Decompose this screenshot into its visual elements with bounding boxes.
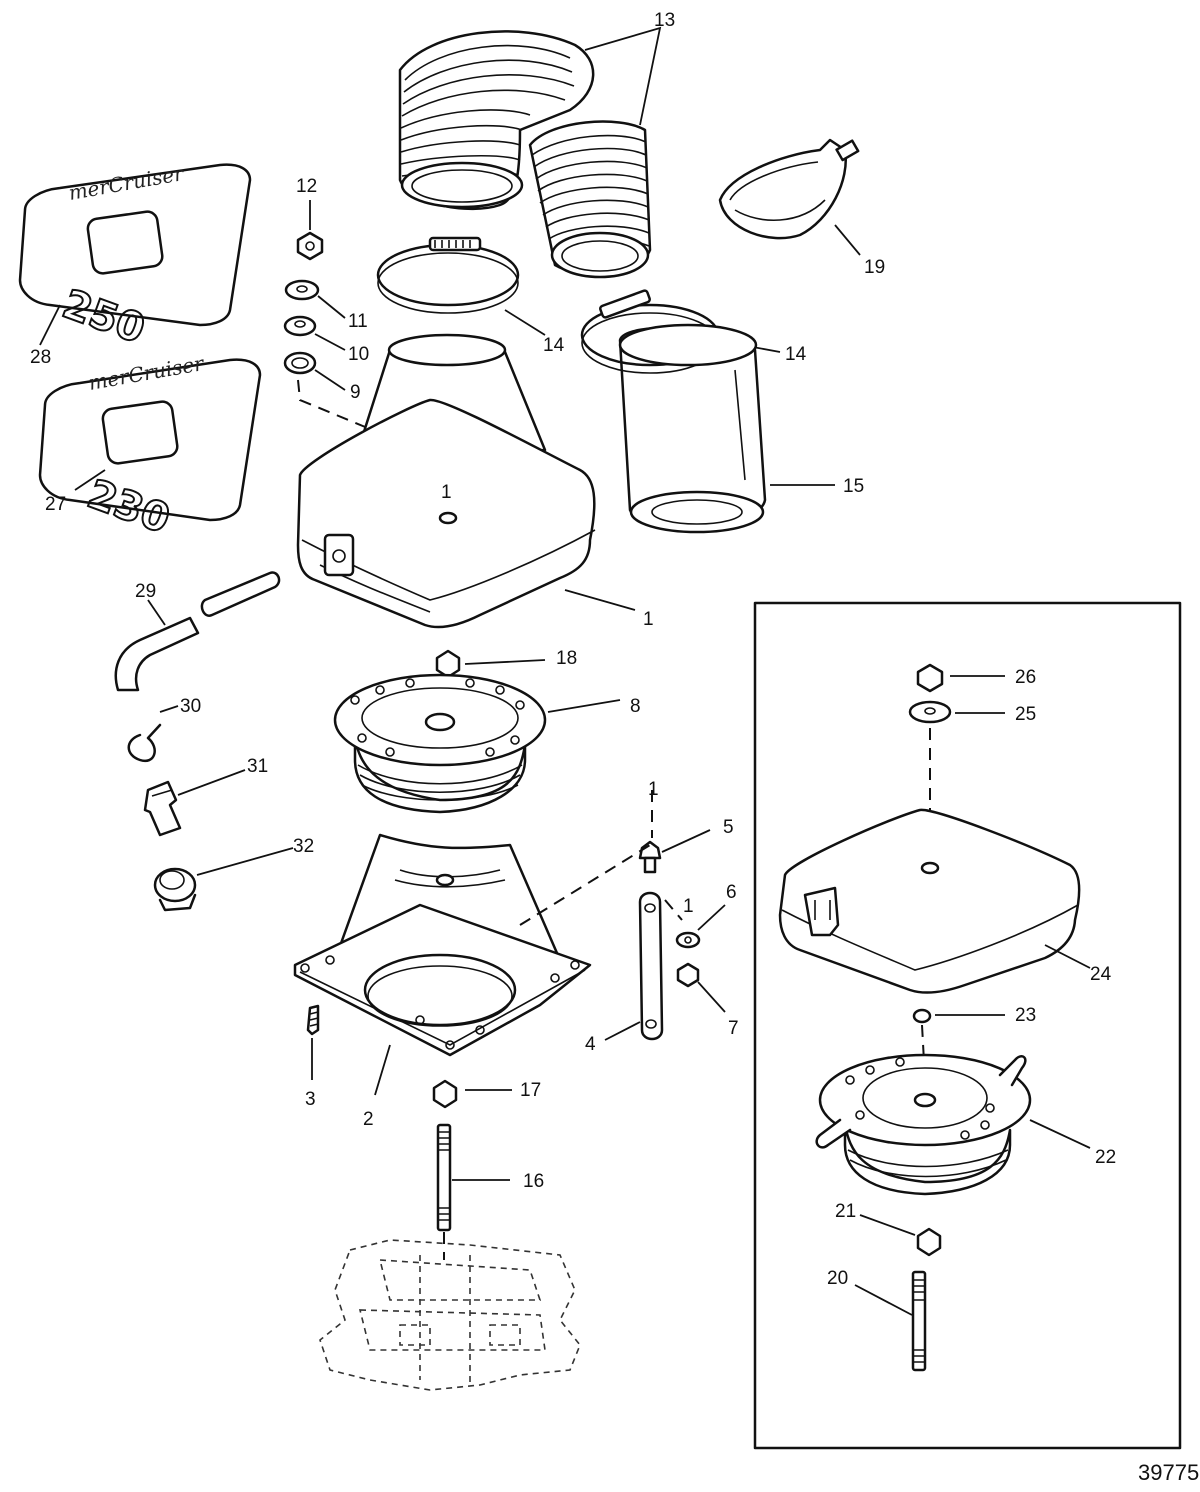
callout-15: 15: [843, 476, 864, 497]
callout-14-right: 14: [785, 344, 807, 365]
callout-12: 12: [296, 176, 317, 197]
callout-21: 21: [835, 1201, 856, 1222]
washer-25: [908, 700, 1005, 724]
stud-16: [436, 1123, 510, 1260]
grommet-23: [912, 1008, 1005, 1024]
carburetor-reference: [319, 1239, 581, 1391]
nut-18: [435, 649, 546, 679]
callout-24: 24: [1090, 964, 1112, 985]
callout-29: 29: [135, 581, 156, 602]
callout-30: 30: [180, 696, 201, 717]
hose-clamp-left: [376, 236, 546, 336]
callout-27: 27: [45, 494, 66, 515]
callout-6: 6: [726, 882, 737, 903]
bracket-4: [604, 891, 664, 1041]
screw-3: [306, 1004, 320, 1080]
callout-32: 32: [293, 836, 314, 857]
callout-11: 11: [348, 311, 368, 332]
cover-hardware-stack: [283, 200, 446, 505]
callout-23: 23: [1015, 1005, 1036, 1026]
hose-clamp-30: [127, 705, 179, 763]
nut-26: [916, 663, 1005, 693]
carburetor-adaptor: [293, 833, 592, 1096]
callout-26: 26: [1015, 667, 1036, 688]
air-intake-cover: [296, 333, 636, 629]
callout-2: 2: [363, 1109, 374, 1130]
callout-18: 18: [556, 648, 577, 669]
callout-7: 7: [728, 1018, 739, 1039]
stud-20: [854, 1270, 927, 1372]
hose-right: [528, 120, 652, 279]
nut-7: [676, 962, 726, 1013]
callout-17: 17: [520, 1080, 541, 1101]
decal-230: merCruiser 230: [38, 351, 262, 544]
callout-20: 20: [827, 1268, 848, 1289]
hidden-ref-washer: 1: [683, 896, 694, 917]
flame-arrestor-22: [815, 1053, 1091, 1196]
nut-17: [432, 1079, 512, 1109]
callout-4: 4: [585, 1034, 596, 1055]
hose-29: [114, 571, 281, 692]
washer-6: [675, 904, 726, 949]
callout-8: 8: [630, 696, 641, 717]
air-filter-element: [618, 323, 835, 534]
callout-25: 25: [1015, 704, 1036, 725]
hidden-ref-cover: 1: [441, 482, 452, 503]
callout-28: 28: [30, 347, 51, 368]
stud-5: [638, 790, 711, 874]
callout-14-left: 14: [543, 335, 565, 356]
callout-16: 16: [523, 1171, 544, 1192]
flexible-hoses: [398, 26, 662, 279]
callout-labels: 1 2 3 4 5 6 7 8 9 10 11 12 13 14 14 15 1…: [30, 10, 1116, 1289]
callout-5: 5: [723, 817, 734, 838]
callout-10: 10: [348, 344, 369, 365]
mounting-clamp: [718, 138, 861, 256]
flame-arrestor: [333, 673, 621, 814]
callout-13: 13: [654, 10, 675, 31]
fitting-31: [143, 769, 246, 837]
callout-19: 19: [864, 257, 885, 278]
plug-32: [153, 847, 294, 912]
callout-3: 3: [305, 1089, 316, 1110]
nut-12: [296, 200, 324, 261]
cover-24: [778, 808, 1091, 994]
nut-21: [859, 1214, 942, 1257]
callout-31: 31: [247, 756, 268, 777]
washer-11: [284, 279, 346, 319]
grommet-9: [283, 351, 346, 391]
callout-9: 9: [350, 382, 361, 403]
hose-left: [398, 30, 595, 211]
hidden-ref-bracket: 1: [648, 779, 659, 800]
callout-22: 22: [1095, 1147, 1116, 1168]
alternate-assembly-inset: [753, 601, 1182, 1450]
decal-250: merCruiser 250: [18, 161, 252, 354]
callout-1: 1: [643, 609, 654, 630]
figure-number: 39775: [1138, 1460, 1199, 1485]
washer-10: [283, 315, 346, 351]
